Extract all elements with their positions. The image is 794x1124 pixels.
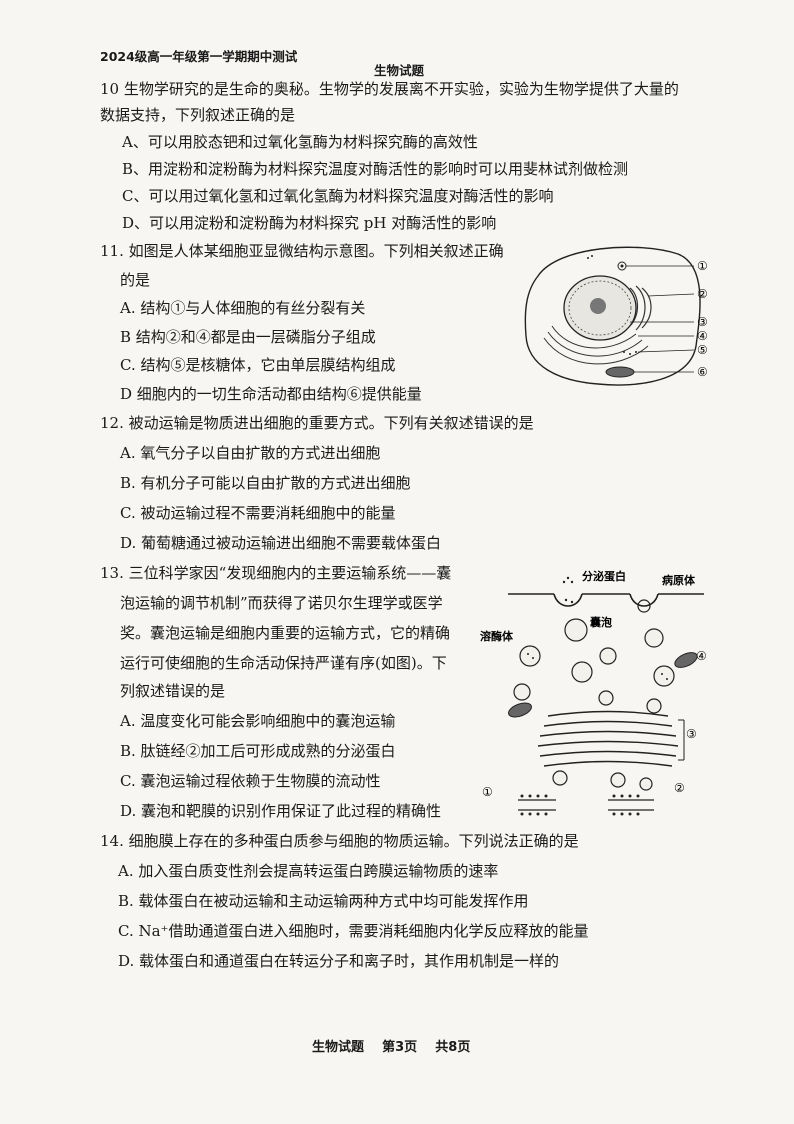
- q13-stem-line2: 泡运输的调节机制”而获得了诺贝尔生理学或医学: [120, 594, 443, 612]
- q11-stem-line1: 11. 如图是人体某细胞亚显微结构示意图。下列相关叙述正确: [100, 242, 504, 260]
- q10-option-d: D、可以用淀粉和淀粉酶为材料探究 pH 对酶活性的影响: [122, 214, 497, 232]
- q14-stem: 14. 细胞膜上存在的多种蛋白质参与细胞的物质运输。下列说法正确的是: [100, 832, 579, 850]
- q14-option-c: C. Na⁺借助通道蛋白进入细胞时，需要消耗细胞内化学反应释放的能量: [118, 922, 589, 940]
- q13-option-b: B. 肽链经②加工后可形成成熟的分泌蛋白: [120, 742, 396, 760]
- q10-option-b: B、用淀粉和淀粉酶为材料探究温度对酶活性的影响时可以用斐林试剂做检测: [122, 160, 629, 178]
- exam-title: 2024级高一年级第一学期期中测试: [100, 49, 298, 64]
- label-lysosome: 溶酶体: [480, 629, 514, 643]
- q10-option-c: C、可以用过氧化氢和过氧化氢酶为材料探究温度对酶活性的影响: [122, 187, 554, 205]
- label-2: ②: [674, 781, 685, 795]
- q11-option-b: B 结构②和④都是由一层磷脂分子组成: [120, 328, 376, 346]
- q11-option-a: A. 结构①与人体细胞的有丝分裂有关: [120, 299, 366, 317]
- q13-stem-line5: 列叙述错误的是: [120, 682, 226, 700]
- label-1: ①: [482, 785, 493, 799]
- label-4: ④: [696, 649, 707, 663]
- cell-label-1: ①: [697, 259, 708, 273]
- q11-option-d: D 细胞内的一切生命活动都由结构⑥提供能量: [120, 385, 422, 403]
- cell-label-6: ⑥: [697, 365, 708, 379]
- q13-stem-line1: 13. 三位科学家因“发现细胞内的主要运输系统——囊: [100, 564, 452, 582]
- label-vesicle: 囊泡: [589, 615, 612, 629]
- cell-label-5: ⑤: [697, 343, 708, 357]
- q13-option-a: A. 温度变化可能会影响细胞中的囊泡运输: [120, 712, 396, 730]
- q10-option-a: A、可以用胶态钯和过氧化氢酶为材料探究酶的高效性: [122, 133, 478, 151]
- page-footer: 生物试题 第3页 共8页: [312, 1036, 470, 1055]
- q14-option-a: A. 加入蛋白质变性剂会提高转运蛋白跨膜运输物质的速率: [118, 862, 499, 880]
- q14-option-d: D. 载体蛋白和通道蛋白在转运分子和离子时，其作用机制是一样的: [118, 952, 560, 970]
- q13-stem-line3: 奖。囊泡运输是细胞内重要的运输方式，它的精确: [120, 624, 451, 642]
- footer-page: 第3页: [382, 1040, 418, 1055]
- q11-stem-line2: 的是: [120, 271, 151, 289]
- q13-stem-line4: 运行可使细胞的生命活动保持严谨有序(如图)。下: [120, 654, 447, 672]
- q11-option-c: C. 结构⑤是核糖体，它由单层膜结构组成: [120, 356, 396, 374]
- q10-stem-line2: 数据支持，下列叙述正确的是: [100, 106, 296, 124]
- q13-option-c: C. 囊泡运输过程依赖于生物膜的流动性: [120, 772, 381, 790]
- q12-option-c: C. 被动运输过程不需要消耗细胞中的能量: [120, 504, 396, 522]
- footer-total: 共8页: [435, 1040, 471, 1055]
- q14-option-b: B. 载体蛋白在被动运输和主动运输两种方式中均可能发挥作用: [118, 892, 529, 910]
- cell-label-2: ②: [697, 287, 708, 301]
- label-3: ③: [686, 727, 697, 741]
- q12-option-d: D. 葡萄糖通过被动运输进出细胞不需要载体蛋白: [120, 534, 442, 552]
- label-secretory-protein: 分泌蛋白: [582, 569, 626, 583]
- cell-label-3: ③: [697, 315, 708, 329]
- q10-stem-line1: 10 生物学研究的是生命的奥秘。生物学的发展离不开实验，实验为生物学提供了大量的: [100, 80, 679, 98]
- q13-option-d: D. 囊泡和靶膜的识别作用保证了此过程的精确性: [120, 802, 442, 820]
- subject-title: 生物试题: [374, 63, 425, 78]
- vesicle-transport-figure: 分泌蛋白 病原体 囊泡 溶酶体 ④: [480, 569, 707, 816]
- cell-label-4: ④: [697, 329, 708, 343]
- cell-structure-figure: ① ② ③ ④ ⑤ ⑥: [524, 246, 708, 386]
- footer-subject: 生物试题: [312, 1040, 365, 1055]
- q12-option-b: B. 有机分子可能以自由扩散的方式进出细胞: [120, 474, 411, 492]
- q12-stem: 12. 被动运输是物质进出细胞的重要方式。下列有关叙述错误的是: [100, 414, 534, 432]
- q12-option-a: A. 氧气分子以自由扩散的方式进出细胞: [120, 444, 381, 462]
- label-pathogen: 病原体: [662, 573, 696, 587]
